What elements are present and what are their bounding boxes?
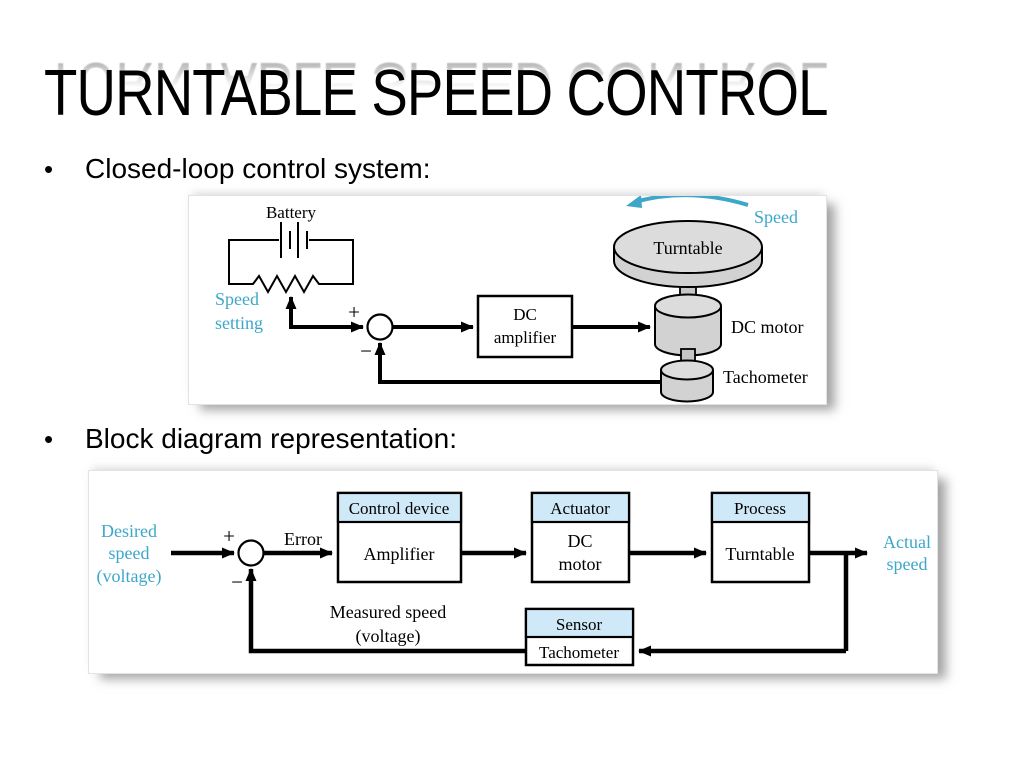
bullet-closed-loop-text: Closed-loop control system: (85, 153, 431, 184)
battery-short-plates (289, 231, 308, 249)
speed-label: Speed (754, 207, 798, 227)
actuator-header-label: Actuator (550, 499, 610, 518)
feedback-path (374, 342, 661, 384)
dc-amplifier-box (476, 294, 574, 359)
speed-setting-label-line1: Speed (215, 289, 259, 309)
amplifier-label-line2: amplifier (494, 328, 557, 347)
battery-circuit-loop (228, 239, 354, 295)
summing-junction (237, 539, 265, 567)
block-diagram-figure: Desired speed (voltage) + − Error Contro… (88, 470, 938, 674)
desired-speed-line3: (voltage) (97, 566, 162, 587)
rotation-arrow (634, 196, 749, 207)
error-label: Error (284, 529, 322, 549)
feedback-return-path (245, 568, 526, 654)
control-device-header (336, 491, 463, 524)
rotation-arrowhead (626, 196, 642, 208)
tachometer-label: Tachometer (723, 367, 808, 387)
summing-junction (366, 313, 394, 341)
control-device-header-label: Control device (349, 499, 450, 518)
minus-sign: − (360, 339, 372, 363)
closed-loop-diagram: Battery Speed setting + − DC amplifier T… (215, 196, 808, 403)
dc-motor-label-line2: motor (559, 554, 602, 574)
actuator-header (530, 491, 631, 524)
amplifier-label: Amplifier (364, 544, 435, 564)
sensor-tachometer-label: Tachometer (539, 643, 619, 662)
block-diagram: Desired speed (voltage) + − Error Contro… (97, 491, 931, 667)
measured-speed-line1: Measured speed (330, 602, 446, 622)
bullet-dot: • (44, 154, 54, 184)
tachometer-top (660, 359, 714, 381)
process-header (710, 491, 811, 524)
amplifier-label-line1: DC (513, 305, 537, 324)
dc-motor-label-line1: DC (567, 531, 592, 551)
plus-sign: + (223, 524, 235, 548)
actual-speed-line1: Actual (883, 532, 931, 552)
battery-long-plates (280, 222, 299, 258)
desired-speed-line2: speed (109, 543, 150, 563)
turntable-label: Turntable (653, 238, 722, 258)
bullet-block-diagram-text: Block diagram representation: (85, 423, 457, 454)
actual-speed-line2: speed (887, 554, 928, 574)
sensor-header (524, 607, 635, 639)
bullet-closed-loop: • Closed-loop control system: (44, 153, 430, 185)
desired-speed-line1: Desired (101, 521, 157, 541)
closed-loop-diagram-figure: Battery Speed setting + − DC amplifier T… (188, 195, 827, 405)
dc-motor-label: DC motor (731, 317, 804, 337)
sensor-header-label: Sensor (556, 615, 603, 634)
bullet-dot: • (44, 424, 54, 454)
turntable-label: Turntable (725, 544, 794, 564)
minus-sign: − (231, 570, 243, 594)
battery-label: Battery (266, 203, 317, 222)
process-header-label: Process (734, 499, 786, 518)
bullet-block-diagram: • Block diagram representation: (44, 423, 457, 455)
speed-setting-label-line2: setting (215, 313, 263, 333)
page-title: TURNTABLE SPEED CONTROL (44, 56, 828, 129)
turntable-disc-top (613, 220, 763, 274)
plus-sign: + (348, 300, 360, 324)
measured-speed-line2: (voltage) (356, 626, 421, 647)
dc-motor-top (654, 293, 722, 319)
